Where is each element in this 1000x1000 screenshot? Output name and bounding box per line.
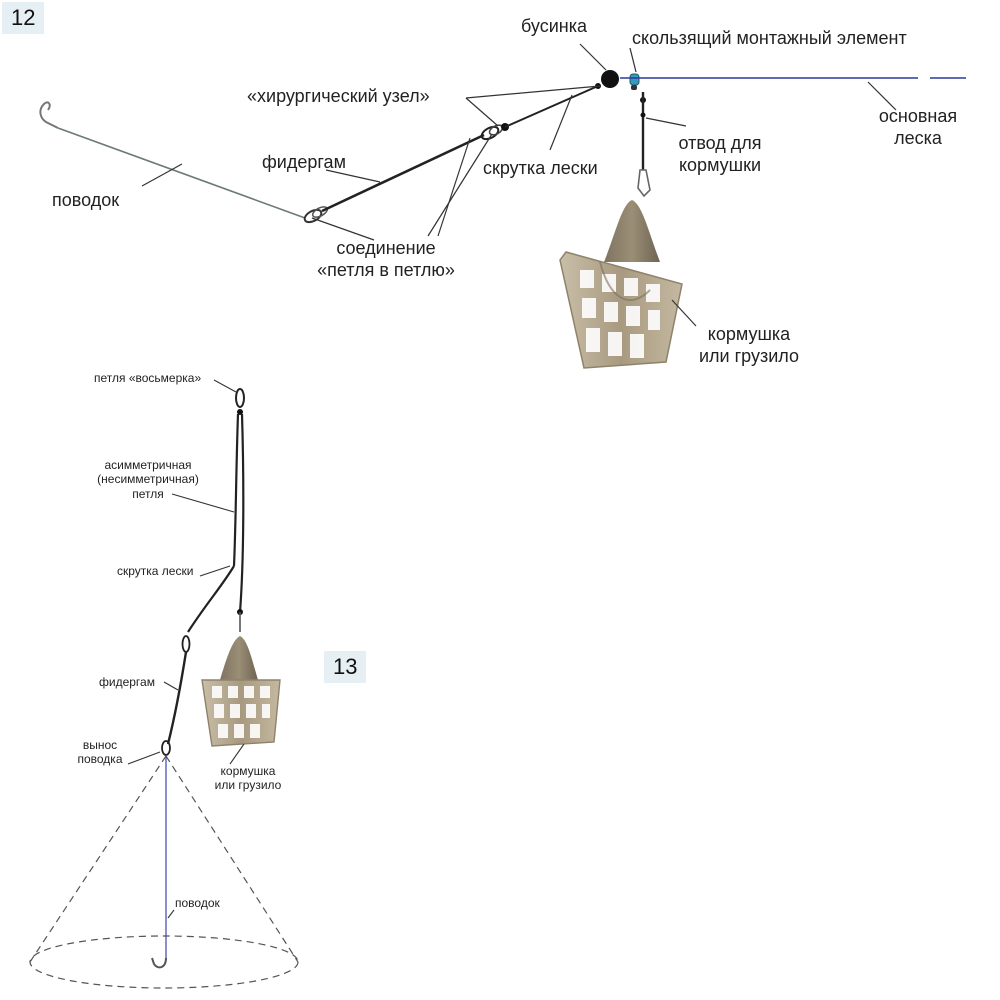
label-sliding-element: скользящий монтажный элемент: [632, 28, 907, 48]
label-feeder-12-line1: кормушка: [707, 324, 791, 344]
label-asym-line1: асимметричная: [104, 458, 192, 472]
feedergum-line-13: [166, 651, 188, 745]
label-asymmetric-loop: асимметричная (несимметричная) петля: [82, 458, 214, 501]
loop-to-loop-12: [303, 208, 323, 224]
label-feeder-13-line2: или грузило: [214, 778, 282, 793]
sliding-element: [629, 73, 640, 86]
line-twist-13: [187, 565, 235, 633]
label-line-twist-12: скрутка лески: [483, 158, 598, 178]
snap-swivel-12: [637, 169, 651, 198]
leader-line-12: [57, 127, 306, 219]
label-leader-12: поводок: [52, 190, 120, 210]
figure-eight-loop: [235, 388, 245, 408]
pointer-lines-13: [127, 379, 245, 919]
surgical-knot-12: [480, 125, 500, 141]
label-loop-to-loop-line2: «петля в петлю»: [317, 259, 455, 280]
bead: [601, 70, 619, 88]
label-feeder-branch: отвод для кормушки: [666, 133, 774, 176]
pointer-lines-12: [141, 43, 897, 327]
label-feeder-12-line2: или грузило: [698, 345, 799, 366]
label-feedergum-13: фидергам: [99, 675, 155, 689]
feeder-12: [559, 200, 683, 369]
label-feeder-13: кормушка или грузило: [200, 764, 296, 793]
label-leader-offset: вынос поводка: [64, 738, 136, 767]
label-feedergum-12: фидергам: [262, 152, 346, 172]
label-main-line: основная леска: [868, 106, 968, 149]
asymmetric-loop: [232, 413, 240, 567]
label-feeder-branch-line1: отвод для: [678, 133, 762, 153]
hook-12: [39, 101, 59, 129]
figure-13-drawing: [29, 379, 299, 989]
label-surgical-knot: «хирургический узел»: [247, 86, 430, 106]
label-feeder-13-line1: кормушка: [220, 764, 276, 778]
label-main-line-line2: леска: [894, 127, 942, 148]
label-figure-eight-loop: петля «восьмерка»: [94, 371, 202, 385]
label-loop-to-loop: соединение «петля в петлю»: [300, 238, 472, 281]
label-leader-offset-line1: вынос: [82, 738, 118, 752]
figure-12-drawing: [39, 43, 966, 369]
leader-range-cone: [29, 755, 299, 989]
line-twist-12: [504, 85, 599, 128]
hook-13: [151, 957, 167, 969]
label-asym-line2: (несимметричная): [97, 472, 199, 487]
feeder-13: [201, 636, 281, 747]
label-bead: бусинка: [521, 16, 587, 36]
label-line-twist-13: скрутка лески: [117, 564, 194, 578]
label-asym-line3: петля: [132, 486, 164, 501]
figure-12-number: 12: [2, 2, 45, 34]
label-feeder-12: кормушка или грузило: [684, 324, 814, 367]
label-loop-to-loop-line1: соединение: [336, 238, 436, 258]
label-feeder-branch-line2: кормушки: [678, 154, 762, 175]
label-leader-13: поводок: [175, 896, 220, 910]
feedergum-line-12: [321, 133, 485, 213]
label-leader-offset-line2: поводка: [77, 752, 123, 767]
figure-13-number: 13: [324, 651, 367, 683]
label-main-line-line1: основная: [878, 106, 958, 126]
